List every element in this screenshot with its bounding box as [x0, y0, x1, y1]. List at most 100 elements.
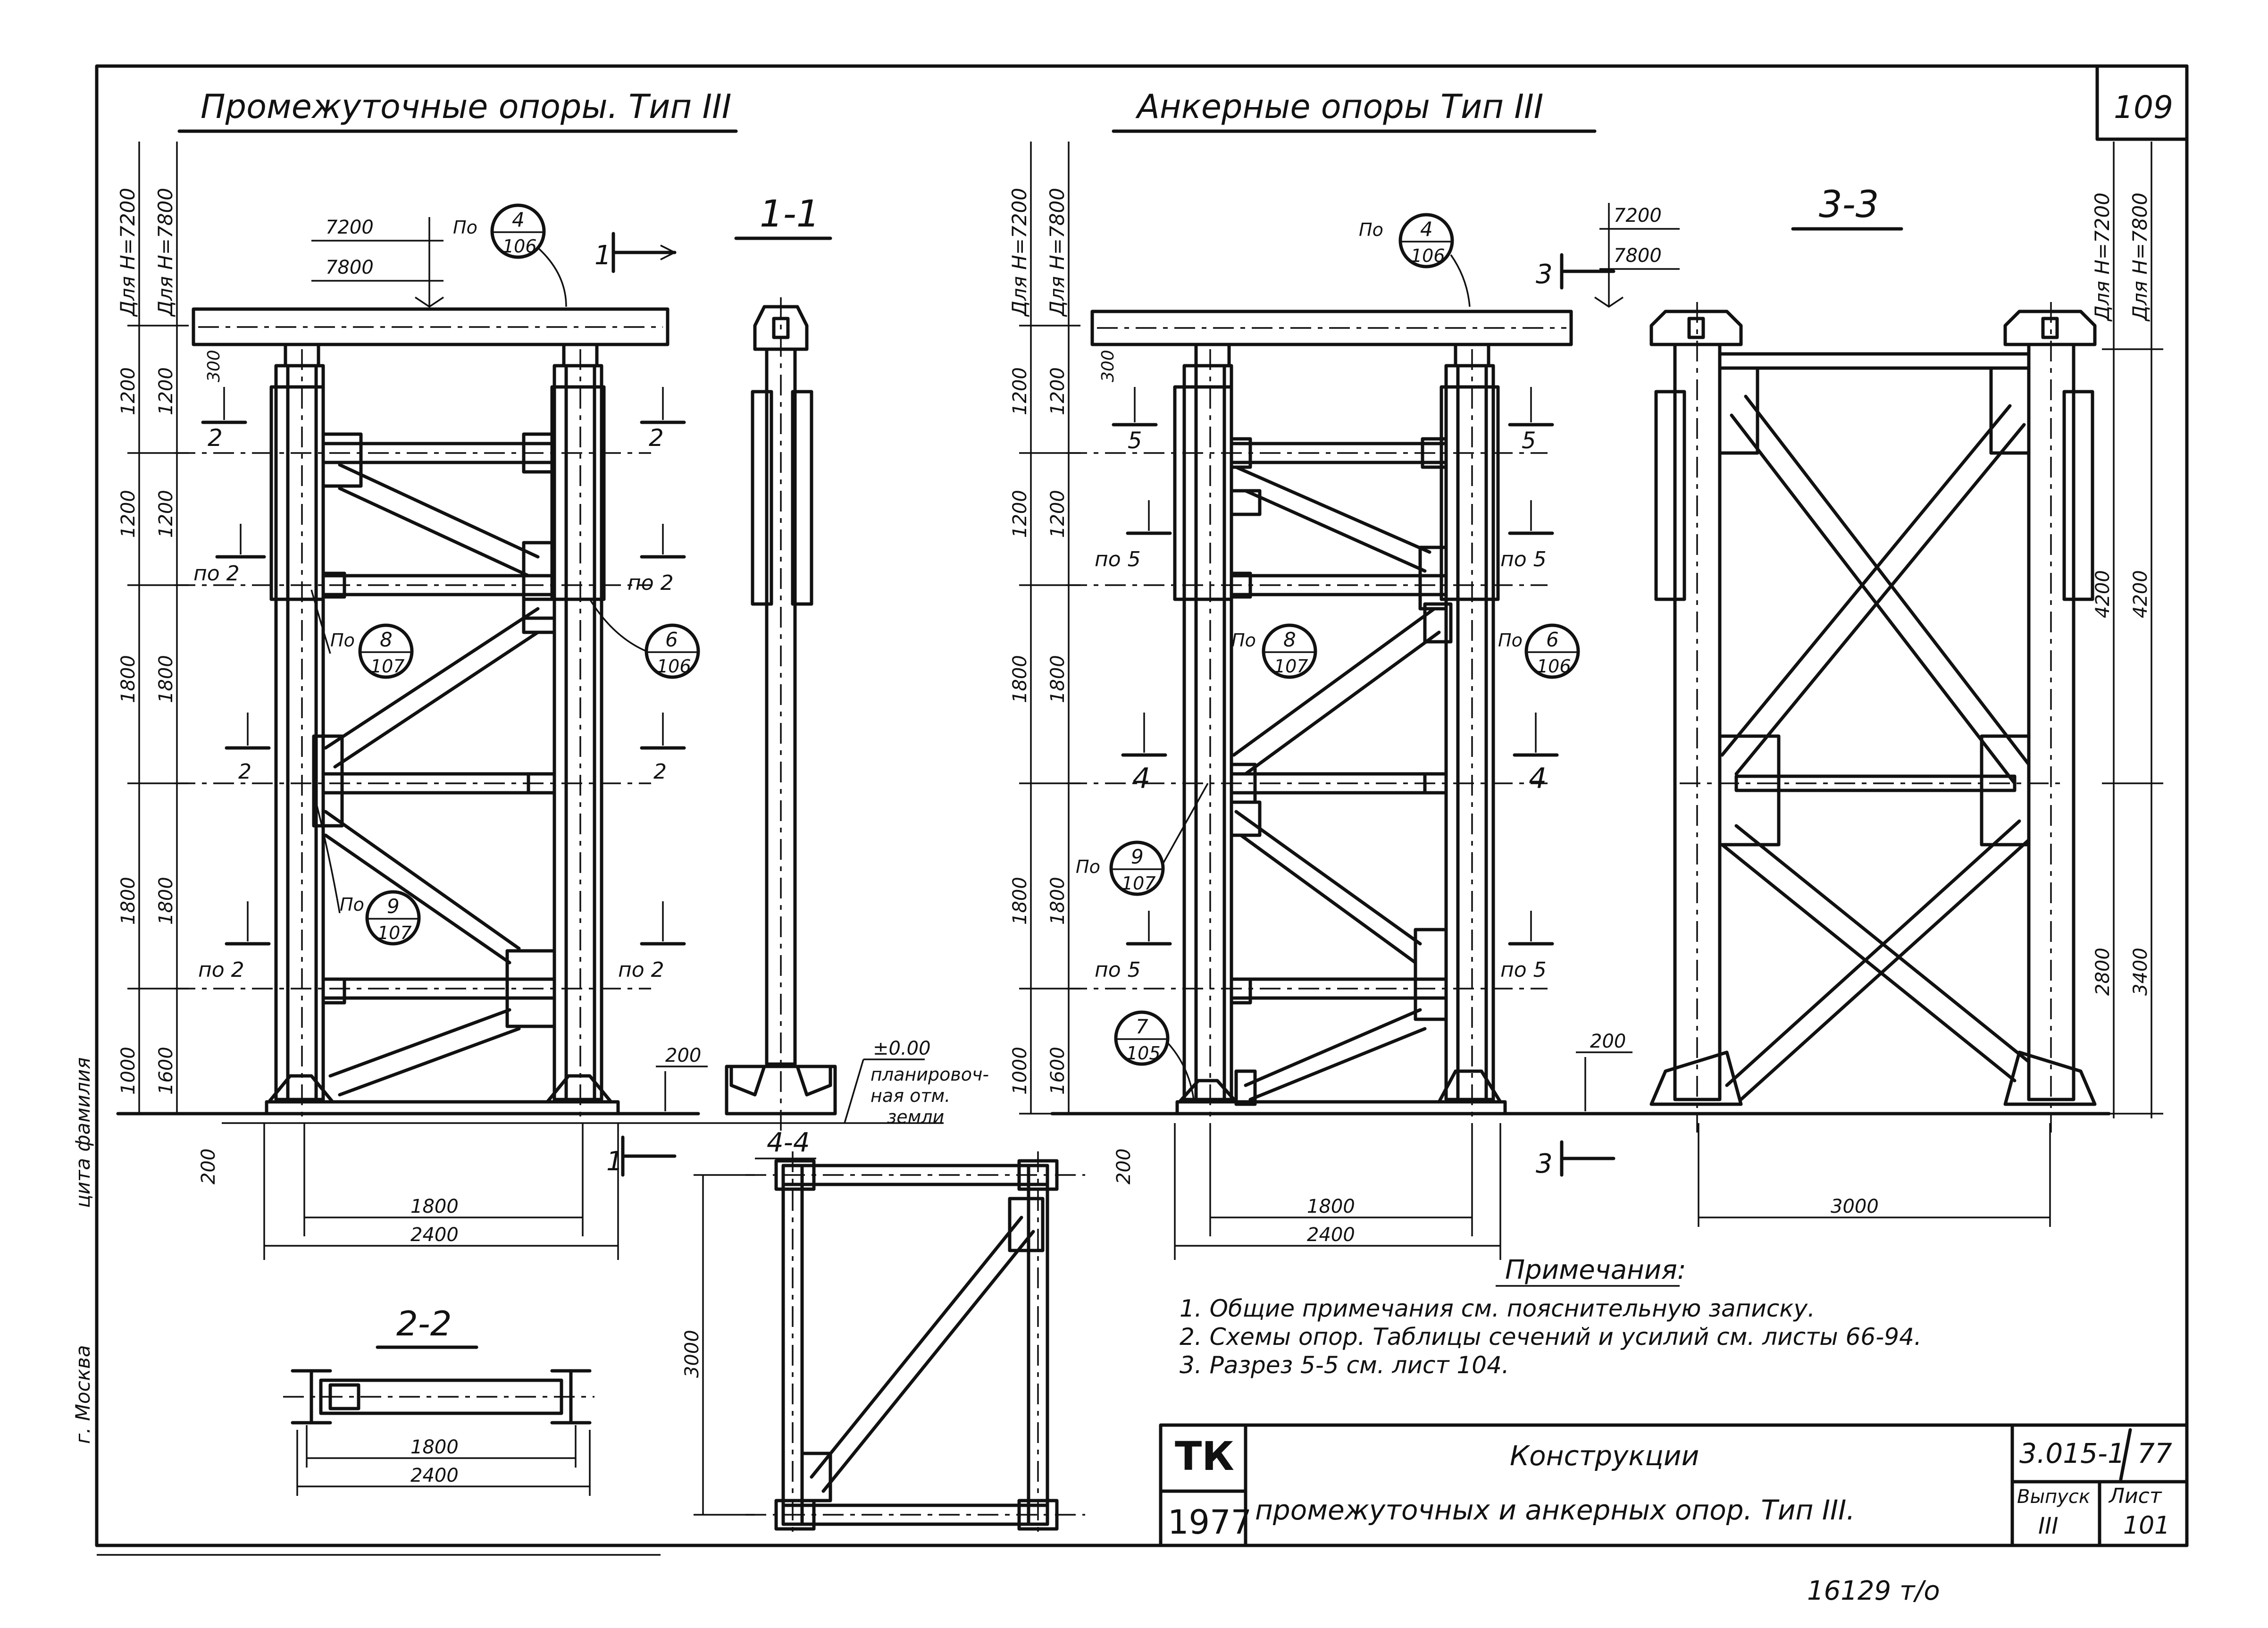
svg-text:9: 9	[387, 895, 400, 918]
svg-text:1800: 1800	[1009, 877, 1031, 925]
svg-text:107: 107	[370, 656, 405, 677]
svg-text:3000: 3000	[1831, 1196, 1879, 1217]
svg-text:4: 4	[1420, 218, 1433, 241]
svg-text:300: 300	[204, 350, 224, 382]
svg-text:3400: 3400	[2130, 948, 2151, 996]
svg-text:По: По	[1076, 856, 1100, 877]
anchor-support-elevation: Для H=7200 Для H=7800 1200 1200 1200 120…	[1008, 142, 1680, 1260]
svg-text:1800: 1800	[155, 655, 177, 703]
svg-text:7200: 7200	[326, 217, 374, 238]
svg-text:8: 8	[380, 628, 393, 651]
svg-text:Для H=7200: Для H=7200	[2091, 193, 2114, 322]
svg-text:4200: 4200	[2092, 570, 2114, 618]
svg-text:2: 2	[238, 760, 251, 784]
svg-text:1200: 1200	[117, 367, 139, 415]
svg-text:7200: 7200	[1614, 205, 1662, 227]
svg-text:4200: 4200	[2130, 570, 2151, 618]
svg-text:1800: 1800	[155, 877, 177, 925]
svg-text:1200: 1200	[1009, 490, 1031, 538]
svg-text:планировоч-: планировоч-	[870, 1064, 989, 1085]
svg-text:Для H=7800: Для H=7800	[2128, 193, 2151, 322]
org-code: ТК	[1175, 1433, 1234, 1479]
svg-text:3000: 3000	[681, 1330, 703, 1378]
svg-text:4: 4	[1132, 762, 1150, 795]
section-3-3: 3-3 3000	[1640, 142, 2163, 1227]
margin-city: г. Москва	[71, 1345, 94, 1444]
svg-text:105: 105	[1126, 1043, 1161, 1064]
svg-text:8: 8	[1283, 628, 1296, 651]
svg-text:1200: 1200	[155, 490, 177, 538]
svg-text:1800: 1800	[117, 655, 139, 703]
svg-text:1200: 1200	[155, 367, 177, 415]
section-marks-2: 2 2 по 2 по 2 2 2 по 2 по 2	[193, 387, 686, 982]
sheet-corner-number: 109	[2114, 89, 2173, 126]
svg-text:1000: 1000	[117, 1047, 139, 1095]
svg-text:3-3: 3-3	[1819, 184, 1879, 226]
svg-text:106: 106	[1411, 245, 1445, 266]
intermediate-support-elevation: Для H=7200 Для H=7800 1200 1200 1200 120…	[116, 142, 944, 1260]
svg-text:2: 2	[653, 760, 667, 784]
section-marks-5-4: 5 5 по 5 по 5 4 4 по 5 по 5	[1095, 387, 1559, 982]
svg-text:1600: 1600	[1047, 1047, 1069, 1095]
year: 1977	[1168, 1503, 1252, 1542]
svg-text:1: 1	[606, 1146, 623, 1177]
svg-text:Для H=7200: Для H=7200	[1008, 188, 1031, 317]
svg-text:по 5: по 5	[1500, 958, 1547, 982]
svg-text:По: По	[330, 630, 355, 651]
svg-text:3: 3	[1536, 259, 1553, 290]
margin-name: цита фамилия	[71, 1057, 94, 1208]
svg-text:106: 106	[1537, 656, 1571, 677]
svg-text:106: 106	[657, 656, 691, 677]
sheet-frame	[95, 64, 2189, 1547]
svg-text:107: 107	[377, 923, 412, 943]
svg-text:9: 9	[1131, 845, 1144, 868]
sheet-number: 101	[2123, 1511, 2170, 1540]
svg-text:107: 107	[1121, 873, 1156, 894]
svg-text:1800: 1800	[410, 1196, 459, 1217]
note-3: 3. Разрез 5-5 см. лист 104.	[1180, 1351, 1509, 1379]
svg-text:1800: 1800	[1009, 655, 1031, 703]
svg-text:Для H=7800: Для H=7800	[1046, 188, 1069, 317]
svg-text:по 2: по 2	[618, 958, 664, 982]
svg-text:2400: 2400	[1307, 1224, 1355, 1246]
notes-block: Примечания: 1. Общие примечания см. пояс…	[1180, 1255, 1922, 1379]
svg-text:5: 5	[1128, 428, 1142, 454]
svg-text:1800: 1800	[1047, 655, 1069, 703]
svg-text:±0.00: ±0.00	[873, 1038, 931, 1059]
svg-text:1200: 1200	[117, 490, 139, 538]
series-code: 3.015-1	[2019, 1437, 2125, 1469]
svg-text:1800: 1800	[410, 1436, 459, 1458]
svg-text:6: 6	[665, 628, 678, 651]
svg-text:4: 4	[1529, 762, 1547, 795]
svg-text:2: 2	[208, 424, 223, 452]
svg-text:106: 106	[502, 236, 537, 257]
svg-text:200: 200	[198, 1149, 219, 1184]
svg-text:107: 107	[1274, 656, 1308, 677]
svg-text:1800: 1800	[1307, 1196, 1355, 1217]
bottom-stamp: 16129 т/о	[1807, 1576, 1940, 1606]
svg-text:1200: 1200	[1047, 490, 1069, 538]
svg-text:2: 2	[649, 424, 664, 452]
notes-heading: Примечания:	[1505, 1255, 1686, 1285]
title-block: ТК 1977 Конструкции промежуточных и анке…	[1159, 1423, 2189, 1547]
svg-text:1200: 1200	[1047, 367, 1069, 415]
svg-text:5: 5	[1522, 428, 1536, 454]
issue-number: III	[2038, 1513, 2058, 1539]
svg-text:по 5: по 5	[1500, 547, 1547, 571]
svg-text:4: 4	[512, 208, 525, 231]
svg-text:1: 1	[594, 240, 611, 271]
svg-text:по 5: по 5	[1095, 958, 1141, 982]
svg-text:7800: 7800	[1614, 245, 1662, 267]
album-number: 77	[2137, 1437, 2172, 1469]
title-line-1: Конструкции	[1510, 1440, 1699, 1472]
section-1-1: 1-1 ±0.00 планировоч- ная отм. земли	[725, 193, 989, 1133]
svg-text:1600: 1600	[155, 1047, 177, 1095]
svg-text:по 2: по 2	[198, 958, 244, 982]
svg-text:200: 200	[1113, 1149, 1135, 1184]
section-4-4: 4-4 3000	[681, 1127, 1085, 1538]
label-h7800-left: Для H=7800	[154, 188, 177, 317]
svg-text:По: По	[340, 894, 364, 915]
svg-text:По: По	[453, 217, 477, 238]
svg-text:200: 200	[1590, 1031, 1626, 1052]
title-line-2: промежуточных и анкерных опор. Тип III.	[1255, 1494, 1855, 1526]
